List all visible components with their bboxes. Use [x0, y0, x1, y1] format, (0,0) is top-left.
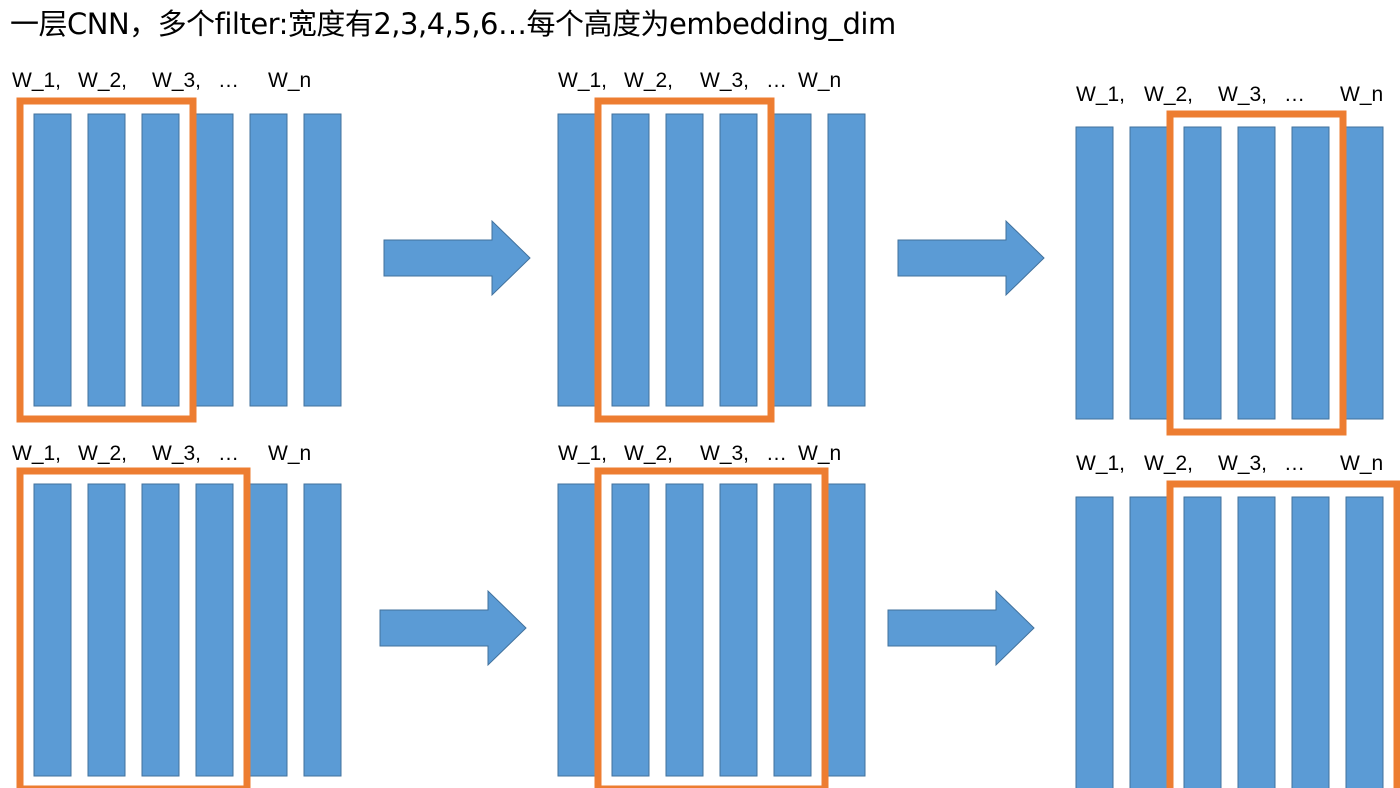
word-column: [1291, 496, 1330, 788]
filter-window: [594, 467, 829, 788]
word-columns: [33, 113, 1384, 788]
word-label: …: [766, 69, 787, 92]
word-column: [719, 483, 758, 777]
word-column: [303, 483, 342, 777]
word-label: W_n: [268, 442, 311, 465]
word-column: [665, 483, 704, 777]
slide-title: 一层CNN，多个filter:宽度有2,3,4,5,6…每个高度为embeddi…: [10, 7, 896, 41]
word-column: [1075, 496, 1114, 788]
word-column: [1129, 496, 1168, 788]
word-column: [141, 113, 180, 407]
word-column: [557, 483, 596, 777]
word-label: W_2,: [1144, 452, 1193, 475]
word-label: W_1,: [12, 69, 61, 92]
word-label: W_3,: [152, 69, 201, 92]
word-label: W_1,: [558, 69, 607, 92]
word-label: W_n: [798, 69, 841, 92]
word-column: [1345, 496, 1384, 788]
right-arrow-icon: [379, 589, 527, 667]
word-column: [1345, 126, 1384, 420]
filter-window: [1166, 110, 1347, 436]
word-label: W_n: [1340, 83, 1383, 106]
word-label: W_3,: [152, 442, 201, 465]
word-label: …: [1284, 83, 1305, 106]
word-column: [557, 113, 596, 407]
word-column: [1129, 126, 1168, 420]
word-column: [1183, 496, 1222, 788]
word-column: [611, 483, 650, 777]
word-label: W_1,: [12, 442, 61, 465]
word-column: [303, 113, 342, 407]
word-label: W_1,: [1076, 452, 1125, 475]
word-label: W_3,: [700, 69, 749, 92]
word-column: [195, 483, 234, 777]
word-label: W_3,: [700, 442, 749, 465]
transition-arrows: [379, 219, 1045, 667]
word-column: [665, 113, 704, 407]
word-label: W_2,: [624, 69, 673, 92]
word-column: [87, 483, 126, 777]
filter-window: [16, 467, 251, 788]
word-column: [1237, 496, 1276, 788]
word-column: [249, 483, 288, 777]
word-label: W_2,: [1144, 83, 1193, 106]
word-column: [87, 113, 126, 407]
word-label: W_2,: [78, 69, 127, 92]
word-label: W_n: [268, 69, 311, 92]
word-column: [827, 483, 866, 777]
word-label: W_1,: [1076, 83, 1125, 106]
right-arrow-icon: [383, 219, 531, 297]
filter-window: [1166, 480, 1400, 788]
word-label: W_3,: [1218, 83, 1267, 106]
word-column: [1291, 126, 1330, 420]
right-arrow-icon: [897, 219, 1045, 297]
word-column: [611, 113, 650, 407]
word-column: [1183, 126, 1222, 420]
right-arrow-icon: [887, 589, 1035, 667]
word-label: …: [218, 69, 239, 92]
word-label: …: [218, 442, 239, 465]
word-column: [827, 113, 866, 407]
word-label: W_n: [1340, 452, 1383, 475]
filter-window: [16, 97, 197, 423]
word-column: [1075, 126, 1114, 420]
word-label: W_n: [798, 442, 841, 465]
word-column: [773, 113, 812, 407]
word-column: [33, 483, 72, 777]
word-label: …: [766, 442, 787, 465]
word-column: [195, 113, 234, 407]
word-label: W_2,: [624, 442, 673, 465]
word-label: …: [1284, 452, 1305, 475]
word-label: W_2,: [78, 442, 127, 465]
word-label: W_3,: [1218, 452, 1267, 475]
filter-window: [594, 97, 775, 423]
word-column: [249, 113, 288, 407]
word-column: [33, 113, 72, 407]
filter-windows: [16, 97, 1400, 788]
word-label: W_1,: [558, 442, 607, 465]
word-column: [1237, 126, 1276, 420]
word-column: [719, 113, 758, 407]
word-column: [141, 483, 180, 777]
word-column: [773, 483, 812, 777]
